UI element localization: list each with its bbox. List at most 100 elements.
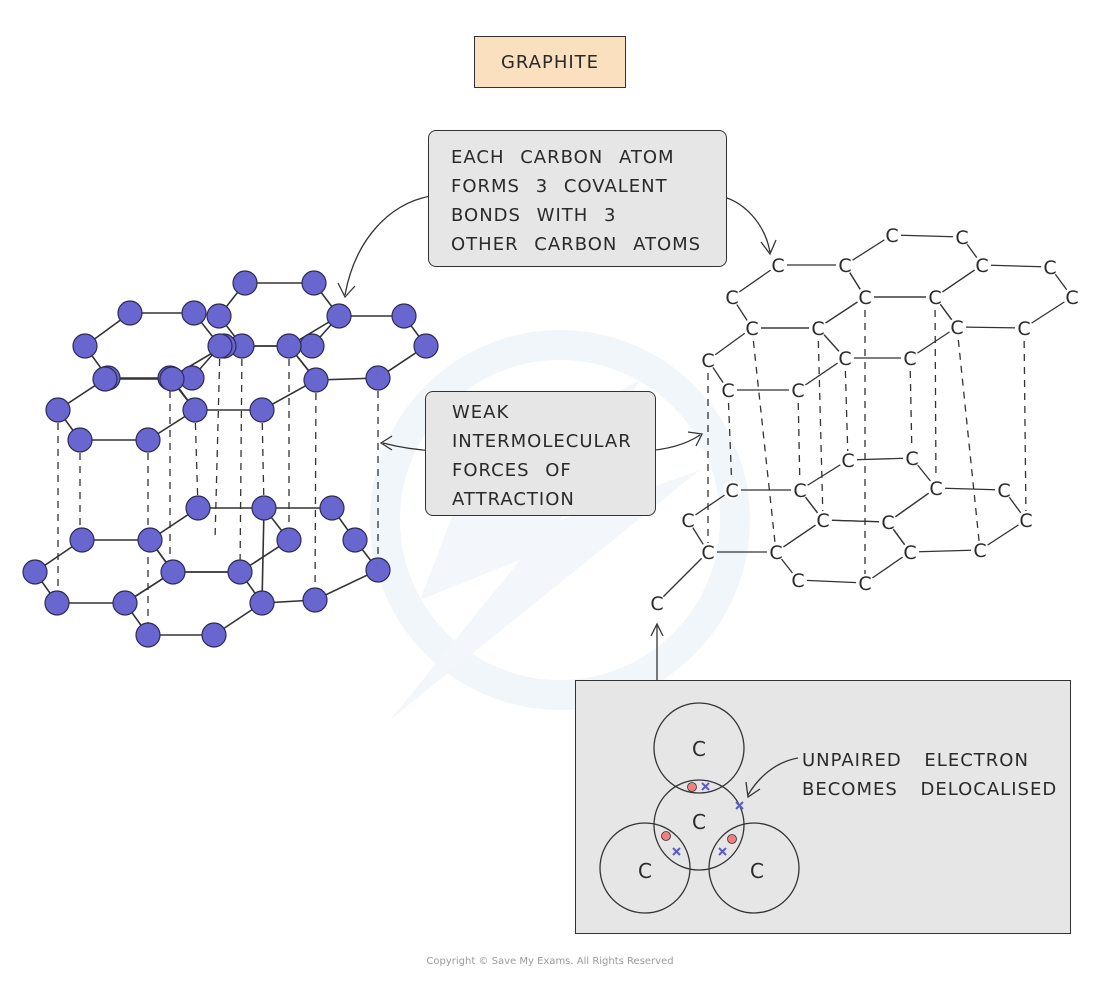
carbon-symbol: C [769, 542, 782, 564]
bonds-line-3: BONDS WITH 3 [451, 205, 617, 226]
carbon-atom-ball [251, 495, 277, 521]
carbon-atom-ball [301, 270, 327, 296]
carbon-symbol: C [721, 380, 734, 402]
carbon-symbol: C [701, 350, 714, 372]
carbon-symbol: C [885, 225, 898, 247]
carbon-symbol: C [950, 317, 963, 339]
carbon-atom-ball [45, 397, 71, 423]
carbon-symbol: C [725, 480, 738, 502]
carbon-atom-ball [249, 397, 275, 423]
carbon-symbol: C [1019, 510, 1032, 532]
carbon-atom-ball [159, 366, 185, 392]
center-atom-circle [653, 779, 745, 871]
carbon-atom-ball [365, 365, 391, 391]
carbon-symbol: C [973, 540, 986, 562]
carbon-atom-ball [117, 300, 143, 326]
carbon-atom-ball [319, 495, 345, 521]
electron-crosses [672, 782, 744, 856]
arrow-to-left-model [344, 194, 439, 296]
carbon-atom-ball [227, 559, 253, 585]
carbon-atom-ball [207, 333, 233, 359]
interlayer-dashes [707, 296, 1027, 583]
left-atom-label: C [638, 859, 652, 883]
electron-cross-left [672, 847, 681, 856]
carbon-atom-ball [413, 333, 439, 359]
carbon-symbol: C [681, 510, 694, 532]
ball-and-stick-model [22, 270, 439, 648]
carbon-symbol: C [903, 348, 916, 370]
carbon-symbol: C [858, 287, 871, 309]
electron-dot-left [661, 831, 671, 841]
carbon-symbol: C [928, 287, 941, 309]
diagram-title: GRAPHITE [500, 51, 600, 73]
unpaired-arrow [745, 757, 799, 799]
carbon-atom-ball [72, 333, 98, 359]
copyright-text: Copyright © Save My Exams. All Rights Re… [426, 956, 674, 967]
carbon-symbol: C [975, 255, 988, 277]
electron-dot-top [687, 782, 697, 792]
forces-callout: WEAK INTERMOLECULAR FORCES OF ATTRACTION [425, 391, 656, 516]
carbon-atom-ball [185, 495, 211, 521]
electron-cross-right [718, 847, 727, 856]
carbon-atom-ball [302, 587, 328, 613]
carbon-symbol: C [725, 287, 738, 309]
carbon-atom-ball [182, 397, 208, 423]
carbon-atom-ball [303, 367, 329, 393]
carbon-atom-ball [232, 270, 258, 296]
forces-line-4: ATTRACTION [452, 489, 575, 510]
panel-label-line-2: BECOMES DELOCALISED [802, 779, 1058, 800]
top-atom-label: C [692, 737, 706, 761]
carbon-symbol: C [791, 380, 804, 402]
carbon-atom-ball [181, 300, 207, 326]
carbon-symbol: C [905, 448, 918, 470]
arrowhead-right-dashes [687, 431, 703, 447]
center-atom-label: C [692, 810, 706, 834]
right-atom-label: C [750, 859, 764, 883]
carbon-symbol: C [903, 542, 916, 564]
panel-arrow [650, 622, 664, 680]
carbon-symbol: C [650, 593, 663, 615]
forces-line-1: WEAK [452, 402, 510, 423]
carbon-atom-ball [22, 559, 48, 585]
unpaired-electron-label: UNPAIRED ELECTRON BECOMES DELOCALISED [802, 746, 1057, 804]
carbon-atom-ball [44, 590, 70, 616]
carbon-symbol: C [997, 480, 1010, 502]
carbon-symbol: C [929, 478, 942, 500]
carbon-symbol: C [838, 348, 851, 370]
carbon-symbol: C [793, 480, 806, 502]
carbon-symbol: C [791, 570, 804, 592]
carbon-symbol: C [955, 227, 968, 249]
arrowhead-left-dashes [379, 435, 393, 451]
carbon-symbol: C [1065, 287, 1078, 309]
panel-label-line-1: UNPAIRED ELECTRON [802, 750, 1029, 771]
carbon-symbol: C [1017, 318, 1030, 340]
carbon-atom-ball [342, 527, 368, 553]
electron-dot-right [727, 834, 737, 844]
carbon-symbol: C [881, 512, 894, 534]
carbon-atom-ball [276, 527, 302, 553]
carbon-atom-ball [92, 366, 118, 392]
carbon-atom-ball [276, 333, 302, 359]
carbon-symbol: C [838, 255, 851, 277]
carbon-symbol: C [811, 318, 824, 340]
carbon-symbol: C [771, 255, 784, 277]
carbon-atom-ball [365, 557, 391, 583]
carbon-symbol: C [816, 510, 829, 532]
carbon-symbol: C [841, 450, 854, 472]
carbon-atom-ball [135, 427, 161, 453]
carbon-atom-ball [206, 303, 232, 329]
arrowhead-right [760, 239, 777, 256]
bonds-line-1: EACH CARBON ATOM [451, 147, 675, 168]
watermark-logo [370, 330, 750, 720]
carbon-atom-ball [69, 527, 95, 553]
carbon-atom-ball [135, 622, 161, 648]
carbon-symbol: C [745, 318, 758, 340]
left-atom-circle [599, 822, 691, 914]
carbon-atom-ball [112, 590, 138, 616]
carbon-atom-ball [137, 527, 163, 553]
forces-line-3: FORCES OF [452, 460, 572, 481]
title-box: GRAPHITE [474, 36, 626, 88]
